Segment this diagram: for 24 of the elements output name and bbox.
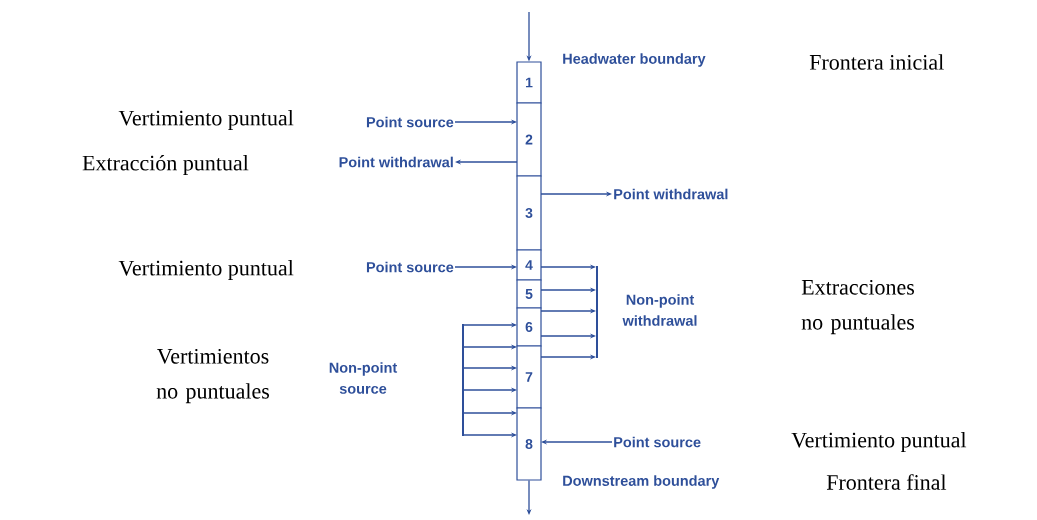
segment-box: 5 bbox=[516, 279, 542, 309]
flow-label: Non-point source bbox=[329, 362, 398, 394]
flow-label: Point withdrawal bbox=[339, 156, 453, 168]
segment-box: 4 bbox=[516, 249, 542, 281]
translation-text: Frontera inicial bbox=[809, 54, 944, 70]
translation-text: Vertimiento puntual bbox=[791, 432, 967, 452]
translation-text: Vertimientos no puntuales bbox=[156, 348, 270, 404]
flow-label: Point source bbox=[366, 261, 454, 273]
segment-box: 8 bbox=[516, 407, 542, 481]
flow-label: Point source bbox=[366, 116, 454, 128]
translation-text: Vertimiento puntual bbox=[118, 110, 294, 130]
translation-text: Extracciones no puntuales bbox=[801, 279, 915, 335]
segment-box: 2 bbox=[516, 102, 542, 177]
flow-label: Downstream boundary bbox=[563, 475, 720, 489]
translation-text: Extracción puntual bbox=[82, 155, 249, 175]
translation-text: Vertimiento puntual bbox=[118, 260, 294, 280]
translation-text: Frontera final bbox=[826, 474, 947, 490]
flow-label: Point withdrawal bbox=[614, 188, 728, 200]
segment-box: 1 bbox=[516, 61, 542, 104]
flow-label: Non-point withdrawal bbox=[622, 294, 697, 326]
segment-box: 7 bbox=[516, 345, 542, 409]
flow-label: Headwater boundary bbox=[563, 53, 706, 67]
flow-label: Point source bbox=[614, 436, 701, 448]
segment-box: 6 bbox=[516, 307, 542, 347]
